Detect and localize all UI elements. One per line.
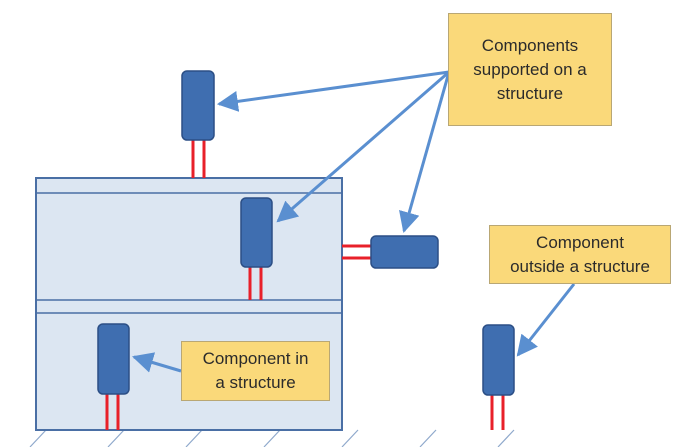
component-upper-floor (240, 197, 273, 300)
component-outside-structure (482, 324, 515, 430)
callout-components-supported: Components supported on a structure (448, 13, 612, 126)
callout-outside-line-2: outside a structure (510, 256, 650, 276)
callout-outside-line-1: Component (536, 232, 624, 252)
callout-supported-box (448, 13, 612, 126)
callout-supported-line-2: supported on a (473, 59, 587, 79)
callout-component-outside: Component outside a structure (489, 225, 671, 284)
component-on-roof (181, 70, 215, 178)
component-wall-mounted (342, 235, 439, 269)
arrow-to-upper-floor-component (276, 70, 450, 223)
arrows (131, 70, 576, 373)
callout-in-line-2: a structure (215, 373, 296, 392)
component-in-structure (97, 323, 130, 430)
callout-outside-box (489, 225, 671, 284)
callout-supported-line-3: structure (496, 83, 564, 103)
arrow-to-wall-component (399, 71, 451, 234)
callout-component-in-structure: Component in a structure (181, 341, 330, 401)
ground-hatch (29, 429, 515, 447)
callout-in-box (181, 341, 330, 401)
callout-supported-line-1: Components (481, 35, 579, 55)
arrow-to-outside-component (516, 283, 576, 357)
arrow-to-roof-component (216, 70, 450, 112)
callout-in-line-1: Component in (202, 349, 309, 368)
arrow-to-inside-component (131, 352, 182, 373)
